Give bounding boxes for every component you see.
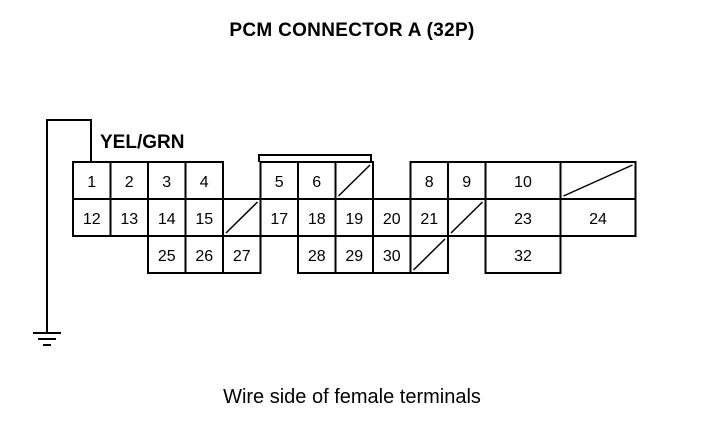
pin-number: 23 <box>514 211 532 228</box>
pin-number: 26 <box>195 248 213 265</box>
pin-cavity <box>334 198 374 237</box>
pin-number: 25 <box>158 248 176 265</box>
pin-number: 13 <box>120 211 138 228</box>
pin-cavity <box>147 198 187 237</box>
pin-cavity <box>409 198 449 237</box>
pin-number: 15 <box>195 211 213 228</box>
pin-number: 12 <box>83 211 101 228</box>
pin-number: 18 <box>308 211 326 228</box>
pin-number: 30 <box>383 248 401 265</box>
pin-cavity <box>447 161 487 200</box>
pin-number: 9 <box>462 174 471 191</box>
pin-cavity <box>72 161 112 200</box>
blank-cavity-slash <box>563 164 633 197</box>
blank-cavity-slash <box>450 201 484 234</box>
pin-cavity <box>109 198 149 237</box>
pin-number: 28 <box>308 248 326 265</box>
pin-cavity <box>484 198 562 237</box>
blank-cavity-slash <box>337 164 371 197</box>
diagram-caption: Wire side of female terminals <box>223 386 481 408</box>
pin-number: 3 <box>162 174 171 191</box>
pin-cavity <box>222 235 262 274</box>
ground-wire <box>46 119 92 333</box>
pin-cavity <box>372 235 412 274</box>
pin-number: 14 <box>158 211 176 228</box>
pin-cavity <box>147 161 187 200</box>
blank-cavity-slash <box>412 238 446 271</box>
pin-number: 1 <box>87 174 96 191</box>
wire-color-label: YEL/GRN <box>100 132 185 153</box>
pin-number: 4 <box>200 174 209 191</box>
pin-number: 19 <box>345 211 363 228</box>
pin-cavity <box>297 161 337 200</box>
pin-number: 5 <box>275 174 284 191</box>
pin-number: 6 <box>312 174 321 191</box>
pin-cavity <box>334 235 374 274</box>
connector-lock-tab <box>258 154 372 162</box>
pin-number: 21 <box>420 211 438 228</box>
pin-number: 24 <box>589 211 607 228</box>
pin-number: 32 <box>514 248 532 265</box>
diagram-title: PCM CONNECTOR A (32P) <box>229 20 475 41</box>
pin-cavity <box>147 235 187 274</box>
ground-icon <box>33 332 61 346</box>
pin-number: 2 <box>125 174 134 191</box>
pin-number: 10 <box>514 174 532 191</box>
pin-cavity <box>559 198 637 237</box>
pin-cavity <box>484 235 562 274</box>
pin-cavity <box>297 235 337 274</box>
pin-number: 29 <box>345 248 363 265</box>
pin-number: 27 <box>233 248 251 265</box>
pin-number: 20 <box>383 211 401 228</box>
blank-cavity-slash <box>225 201 259 234</box>
pin-number: 17 <box>270 211 288 228</box>
pin-number: 8 <box>425 174 434 191</box>
